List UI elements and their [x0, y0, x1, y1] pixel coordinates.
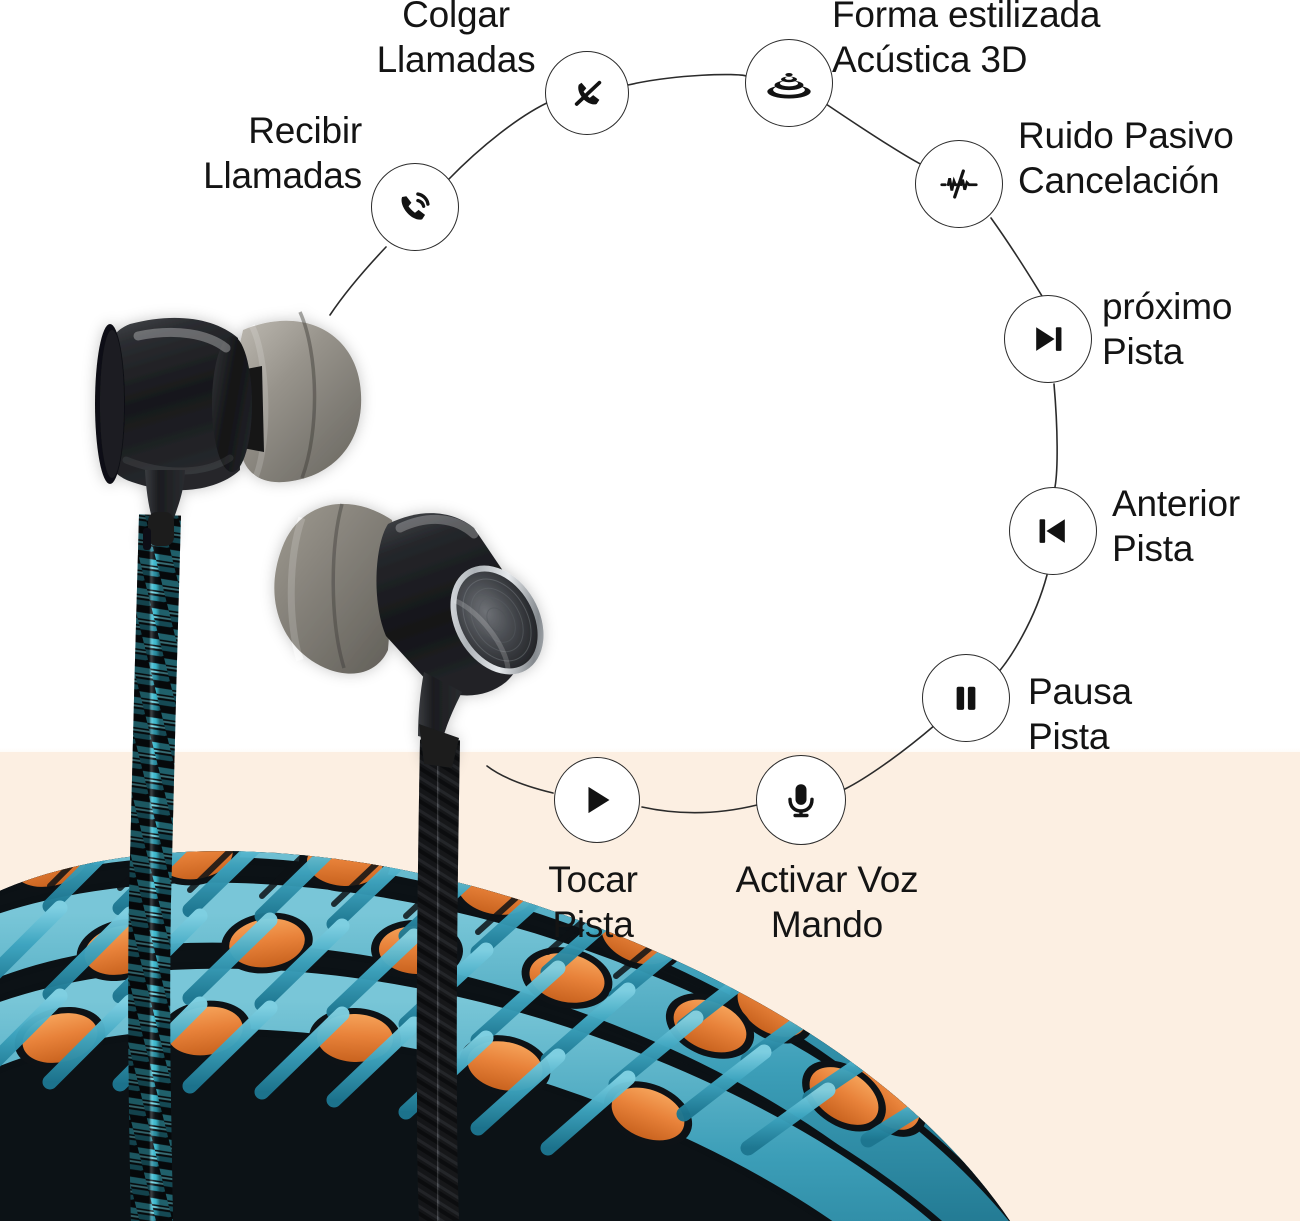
eartip-right: [274, 503, 396, 674]
cable-left-teal: [128, 514, 181, 1221]
microphone-icon: [779, 778, 823, 822]
end-call-icon: [565, 71, 609, 115]
feature-label-ruido-pasivo: Ruido Pasivo Cancelación: [1018, 115, 1234, 201]
eartip-left: [238, 311, 362, 483]
feature-node-proxima-pista[interactable]: [1004, 295, 1092, 383]
feature-node-colgar-llamadas[interactable]: [545, 51, 629, 135]
noise-cancel-icon: [936, 161, 982, 207]
feature-label-proxima-pista: próximo Pista: [1102, 286, 1233, 372]
feature-label-activar-voz: Activar Voz Mando: [735, 859, 919, 945]
feature-node-ruido-pasivo[interactable]: [915, 140, 1003, 228]
incoming-call-icon: [392, 184, 438, 230]
feature-label-colgar-llamadas: Colgar Llamadas: [376, 0, 536, 80]
feature-node-tocar-pista[interactable]: [554, 757, 640, 843]
feature-node-anterior-pista[interactable]: [1009, 487, 1097, 575]
feature-label-anterior-pista: Anterior Pista: [1112, 483, 1240, 569]
play-icon: [576, 779, 618, 821]
feature-label-pausa-pista: Pausa Pista: [1028, 671, 1132, 757]
feature-label-tocar-pista: Tocar Pista: [548, 859, 638, 945]
feature-node-recibir-llamadas[interactable]: [371, 163, 459, 251]
feature-label-recibir-llamadas: Recibir Llamadas: [203, 110, 362, 196]
earbud-left: [95, 311, 362, 550]
cable-right-black: [416, 739, 460, 1221]
previous-track-icon: [1032, 510, 1074, 552]
pause-icon: [946, 678, 986, 718]
feature-node-activar-voz[interactable]: [756, 755, 846, 845]
feature-node-forma-acustica-3d[interactable]: [745, 39, 833, 127]
next-track-icon: [1027, 318, 1069, 360]
feature-label-forma-acustica-3d: Forma estilizada Acústica 3D: [832, 0, 1101, 80]
acoustic-3d-icon: [763, 65, 815, 101]
earbud-right-body: [376, 513, 544, 696]
earbud-left-body: [95, 317, 252, 491]
feature-node-pausa-pista[interactable]: [922, 654, 1010, 742]
earbud-right: [274, 503, 544, 768]
